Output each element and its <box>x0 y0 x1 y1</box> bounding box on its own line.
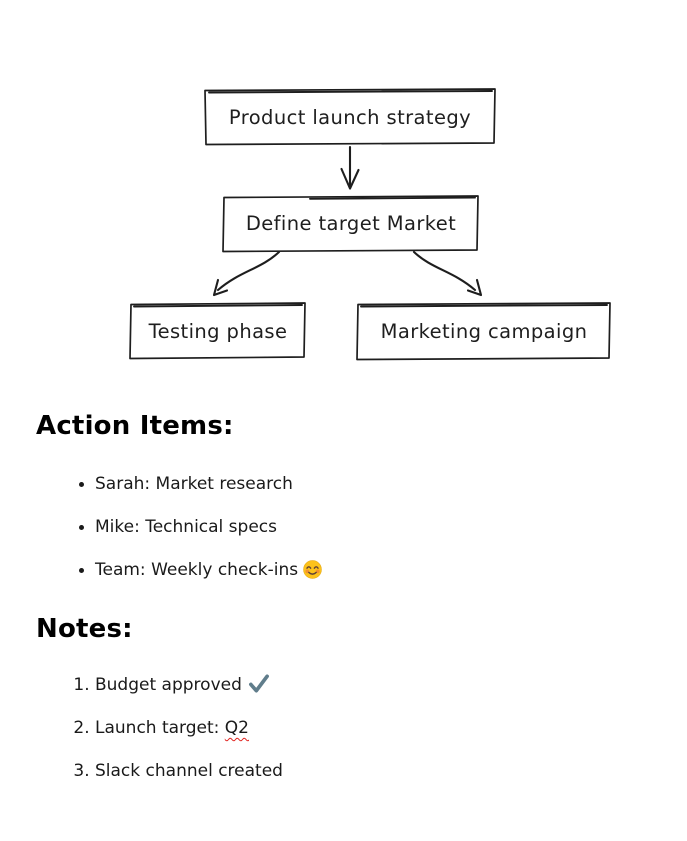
list-item-text: Slack channel created <box>95 761 283 781</box>
node-label: Testing phase <box>148 320 288 343</box>
smiling-face-emoji-icon <box>303 560 322 579</box>
list-item: Mike: Technical specs <box>95 514 687 540</box>
edge-define-to-testing <box>212 250 281 297</box>
node-label: Define target Market <box>246 212 456 235</box>
list-item: Sarah: Market research <box>95 471 687 497</box>
edge-define-to-marketing <box>412 250 483 297</box>
list-item: Launch target: Q2 <box>95 715 687 741</box>
flowchart-node-define-target-market: Define target Market <box>222 195 479 253</box>
flowchart-node-product-launch: Product launch strategy <box>204 88 496 146</box>
node-label: Product launch strategy <box>229 106 471 129</box>
flowchart-diagram: Product launch strategy Define target Ma… <box>129 88 611 361</box>
check-mark-icon <box>248 674 269 693</box>
list-item-text: Sarah: Market research <box>95 474 293 494</box>
list-item: Slack channel created <box>95 758 687 784</box>
action-items-list: Sarah: Market research Mike: Technical s… <box>36 471 687 583</box>
list-item: Team: Weekly check-ins <box>95 557 687 583</box>
list-item-text: Mike: Technical specs <box>95 517 277 537</box>
flowchart-node-testing-phase: Testing phase <box>129 302 306 360</box>
list-item-text: Team: Weekly check-ins <box>95 560 299 580</box>
spellcheck-flagged-word: Q2 <box>224 718 249 738</box>
action-items-heading: Action Items: <box>36 411 234 441</box>
flowchart-node-marketing-campaign: Marketing campaign <box>356 302 611 361</box>
notes-list: Budget approved Launch target: Q2 Slack … <box>36 672 687 784</box>
node-label: Marketing campaign <box>381 320 588 343</box>
edge-product-to-define <box>340 145 360 190</box>
list-item: Budget approved <box>95 672 687 698</box>
list-item-text: Launch target: <box>95 718 225 738</box>
list-item-text: Budget approved <box>95 675 242 695</box>
notes-heading: Notes: <box>36 614 133 644</box>
